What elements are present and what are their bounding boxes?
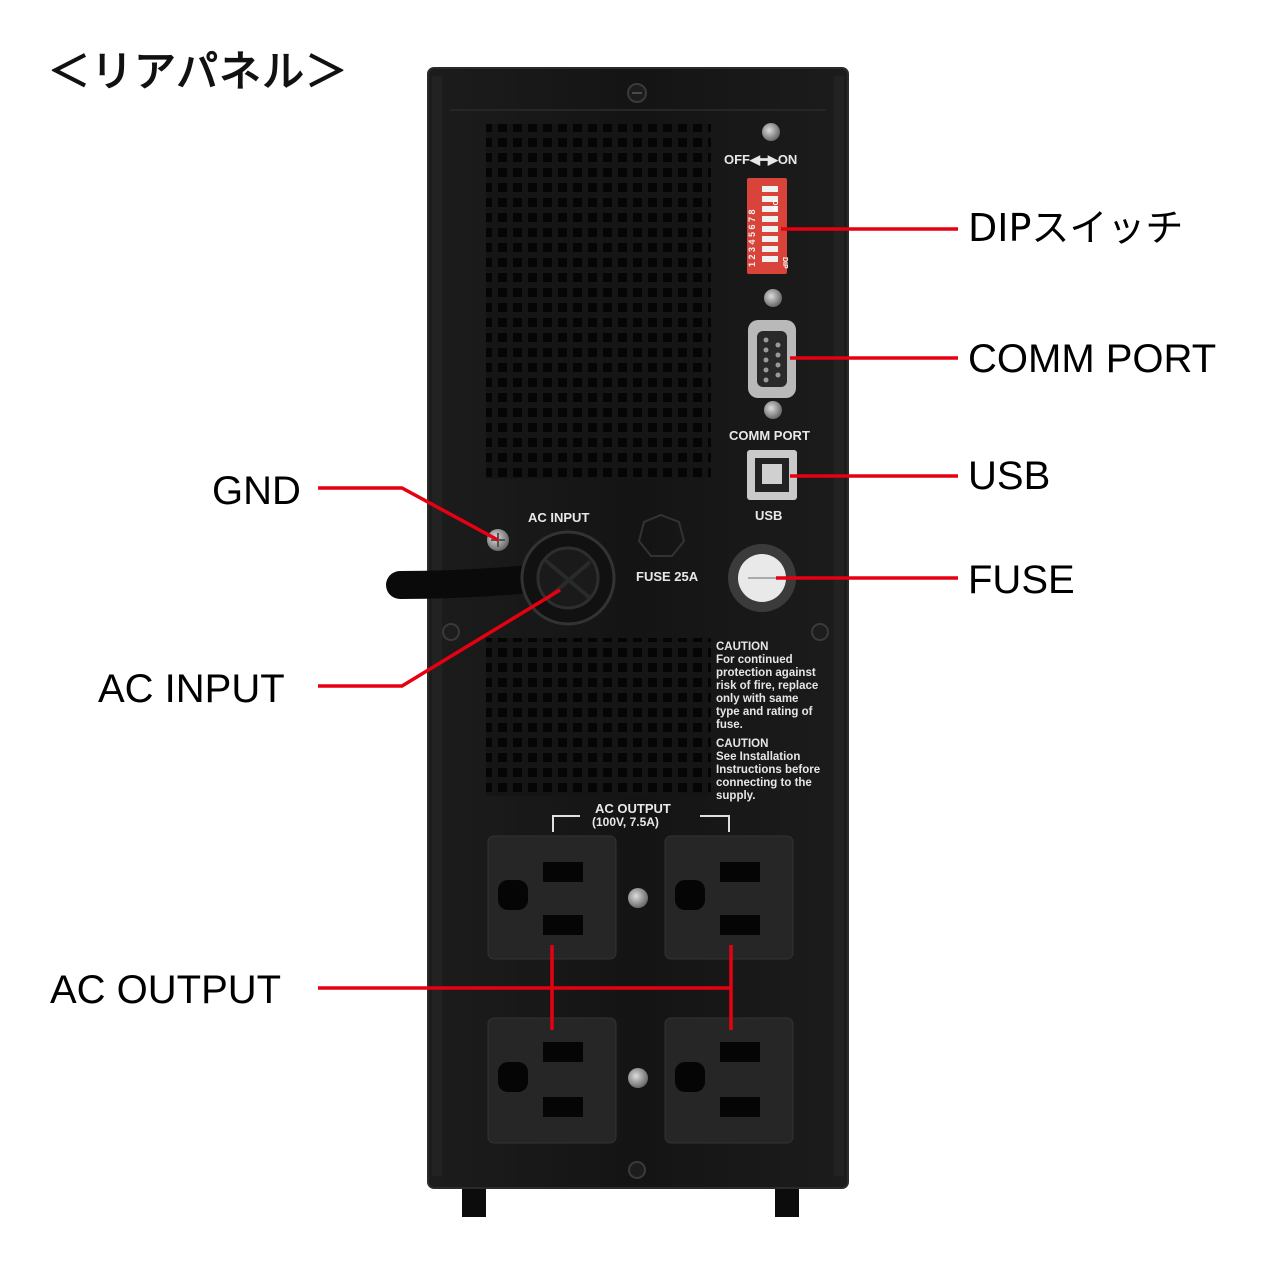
- callout-lines: [318, 227, 958, 1030]
- callout-ac-output: AC OUTPUT: [50, 968, 282, 1012]
- callout-usb: USB: [968, 454, 1051, 498]
- caution-block-2: CAUTION See Installation Instructions be…: [716, 738, 821, 802]
- dip-dip-label: DIP: [781, 257, 788, 269]
- ac-input-panel-label: AC INPUT: [528, 510, 590, 525]
- dip-off-on-label: OFF◀━▶ON: [724, 152, 798, 167]
- line-ac-input: [318, 588, 561, 688]
- comm-screw-top: [764, 289, 782, 307]
- caution-block-1: CAUTION For continued protection against…: [716, 641, 819, 731]
- dip-on-label: ON: [771, 200, 778, 211]
- outlet-top-left: [487, 835, 617, 960]
- callout-comm-port: COMM PORT: [968, 337, 1217, 381]
- page-title: ＜リアパネル＞: [48, 47, 349, 96]
- upper-vent-grill: [486, 124, 711, 479]
- hex-nut-outline: [637, 513, 686, 557]
- outlet-top-right: [664, 835, 794, 960]
- outlet-screw-top: [628, 888, 648, 908]
- callout-ac-input: AC INPUT: [98, 667, 285, 711]
- ac-output-rating-label: (100V, 7.5A): [592, 815, 659, 829]
- ac-output-panel-label: AC OUTPUT: [595, 801, 671, 816]
- line-gnd: [318, 486, 499, 542]
- comm-port-socket: [757, 331, 787, 387]
- callout-dip-switch: DIPスイッチ: [968, 206, 1184, 250]
- callout-fuse: FUSE: [968, 558, 1075, 602]
- usb-panel-label: USB: [755, 508, 783, 523]
- comm-port-panel-label: COMM PORT: [729, 428, 810, 443]
- outlet-bottom-right: [664, 1017, 794, 1144]
- dip-screw-top: [762, 123, 780, 141]
- outlet-screw-bottom: [628, 1068, 648, 1088]
- callout-gnd: GND: [212, 469, 301, 513]
- dip-numbers-label: 1 2 3 4 5 6 7 8: [747, 209, 757, 267]
- fuse-panel-label: FUSE 25A: [636, 569, 699, 584]
- outlet-bottom-left: [487, 1017, 617, 1144]
- lower-vent-grill: [486, 638, 711, 796]
- comm-screw-bottom: [764, 401, 782, 419]
